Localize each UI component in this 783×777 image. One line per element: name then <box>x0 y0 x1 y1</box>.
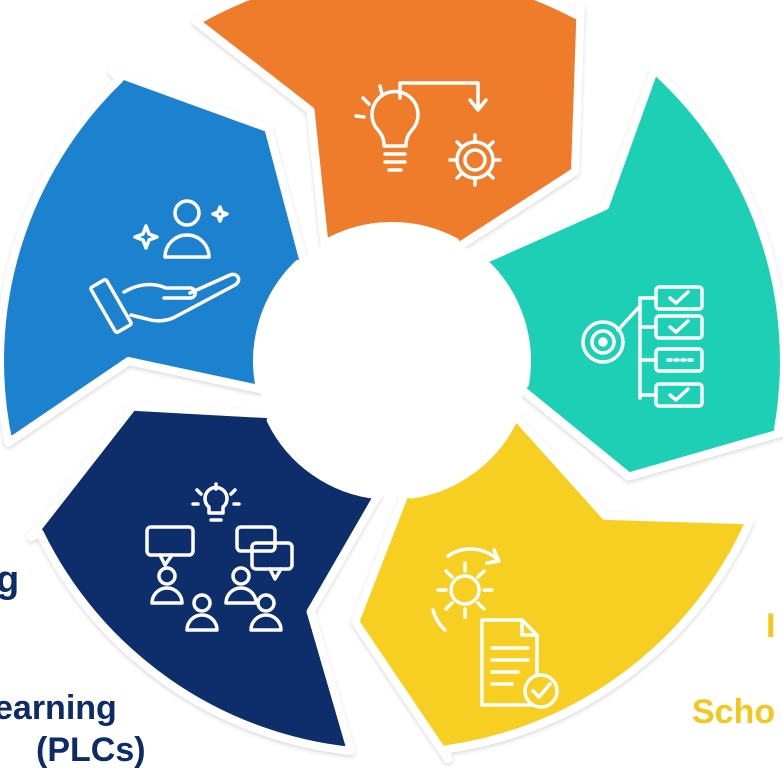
center-hole <box>257 226 527 496</box>
lightbulb-gear-icon <box>354 81 502 187</box>
target-checklist-icon <box>581 285 704 408</box>
left-label-fragment-top: g <box>0 559 20 601</box>
left-label-line1: earning <box>0 689 117 727</box>
hand-person-sparkle-icon <box>89 199 241 335</box>
right-label-line1: I <box>766 607 776 645</box>
right-label-line2: Scho <box>692 693 776 731</box>
gear-document-check-icon <box>431 547 559 709</box>
group-discussion-idea-icon <box>145 482 294 632</box>
left-label-line2: (PLCs) <box>36 731 146 769</box>
